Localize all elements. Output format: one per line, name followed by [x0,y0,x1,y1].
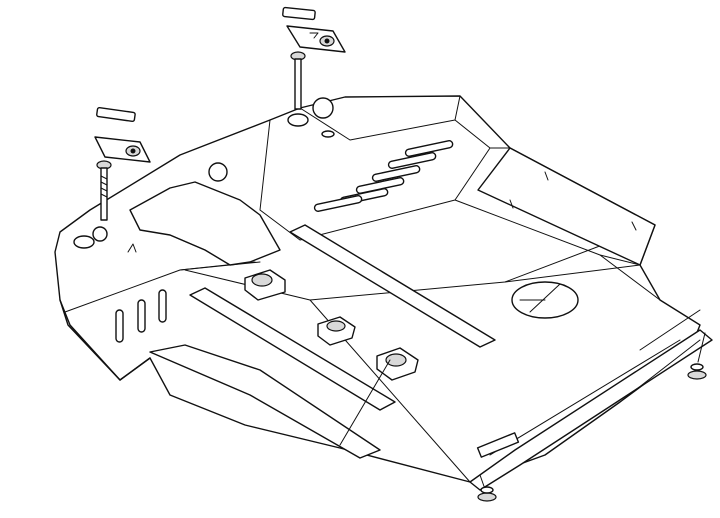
oil-drain-opening [511,281,579,319]
leader-line [339,359,391,446]
stiffener-strip [289,224,496,348]
bracket-icon [96,106,136,123]
mount-hole [208,162,228,182]
rear-left-bolt [477,474,497,502]
bracket-icon [282,6,316,21]
hook-mark [127,243,137,253]
mount-hole [92,226,108,242]
leader-line [639,309,701,351]
rubber-bushing-2 [317,316,356,346]
bolt-seat [73,235,95,249]
rear-right-bolt [687,332,707,380]
rubber-bushing-1 [244,269,286,301]
stiffener-strip [189,287,396,411]
bolt-icon [687,370,707,380]
leader-line [619,339,701,403]
bolt-seat [287,113,309,127]
bolt-icon [477,492,497,502]
louver-slots-front [115,289,167,343]
bracket-icon [94,136,151,163]
skid-plate [54,95,713,491]
bracket-icon [286,25,346,53]
rear-crossbar [149,329,713,491]
right-front-bracket [282,6,346,53]
right-mount-bolt [290,51,306,110]
rubber-bushing-3 [376,347,419,381]
left-front-bracket [94,106,151,163]
bolt-icon [294,58,302,110]
louver-slots-upper [313,140,454,212]
left-mount-bolt [96,160,112,221]
right-side-rail [477,147,656,266]
mount-hole [321,130,335,138]
mount-hole [312,97,334,119]
